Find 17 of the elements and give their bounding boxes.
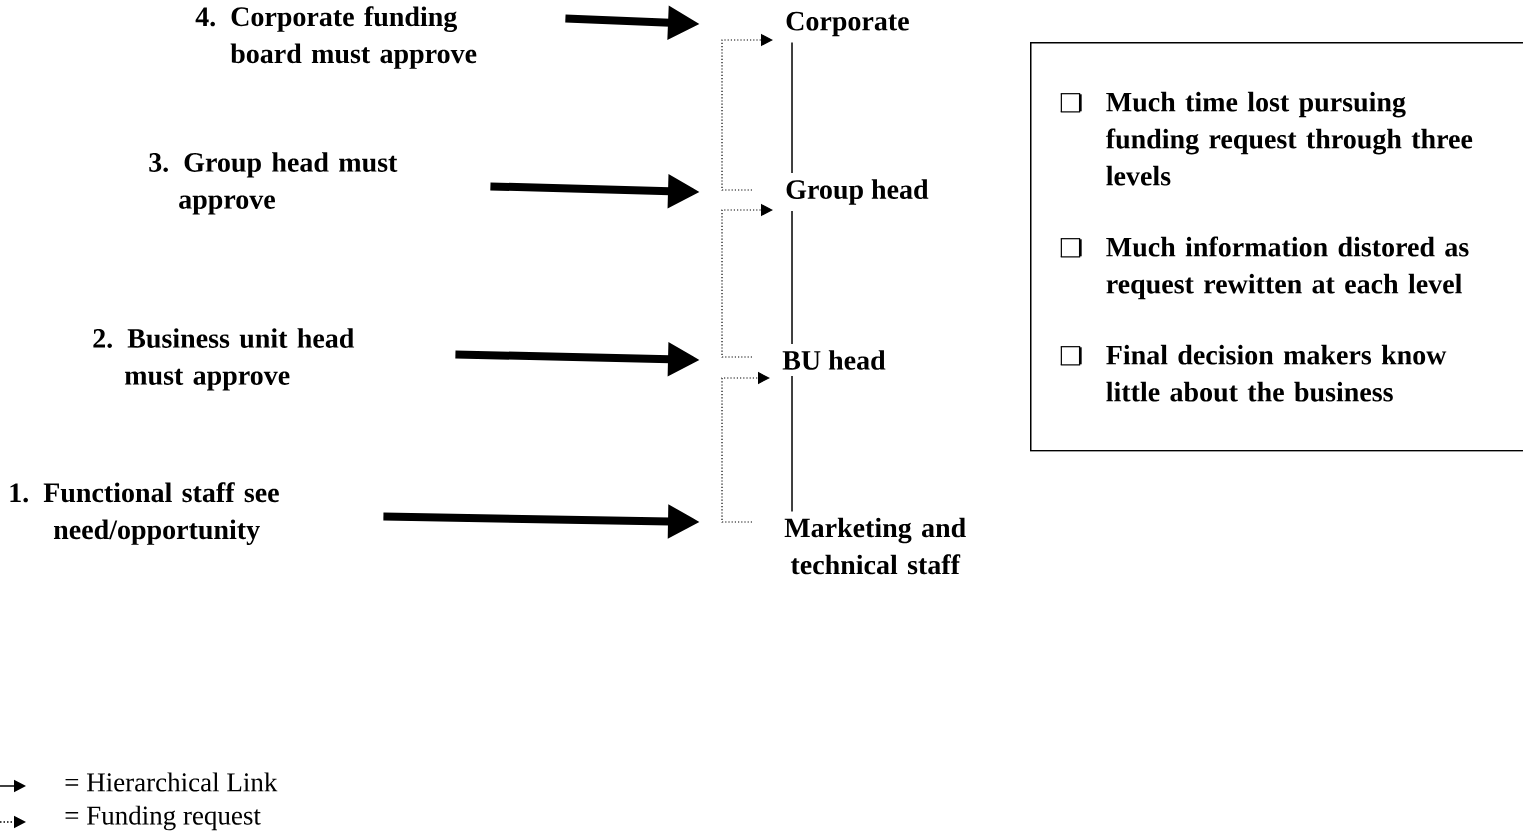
step-text: 2. Business unit head must approve [93,328,355,391]
step-text: 1. Functional staff see need/opportunity [10,482,279,545]
hierarchy-line [791,41,793,174]
hierarchy-line [791,375,793,513]
dotted-arrow [721,371,770,523]
level-label: Group head [786,179,929,205]
hierarchy-line [791,210,793,345]
legend-text: = Hierarchical Link [65,772,278,792]
legend-text: = Funding request [65,805,261,831]
level-label: Corporate [786,11,909,37]
step-text: 4. Corporate funding board must approve [195,6,477,69]
level-label: BU head [782,350,886,370]
level-label: Marketing and technical staff [784,517,966,575]
note-box: Much time lost pursuing funding request through three levels Much information distored as request rewitten at each level Final decision makers know little about the business [1030,42,1523,452]
dotted-arrow [721,33,773,191]
step-text: 3. Group head must approve [149,152,398,215]
dotted-arrow [721,203,773,358]
